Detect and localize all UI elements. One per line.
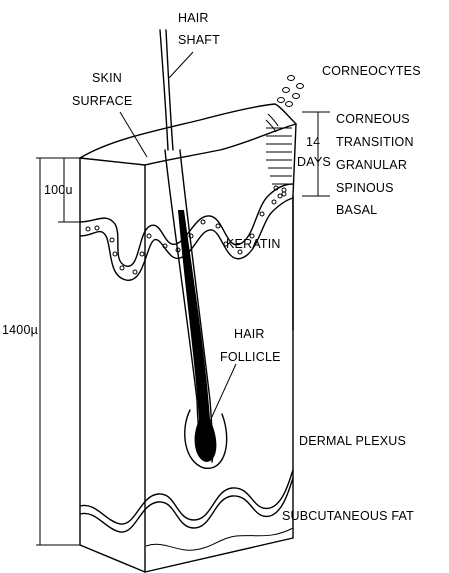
label-100u: 100u — [44, 183, 73, 197]
dermal-plexus-vessels — [79, 469, 294, 551]
label-basal: BASAL — [336, 203, 377, 217]
label-hair-follicle-1: HAIR — [234, 327, 265, 341]
dimension-markers — [36, 111, 330, 546]
label-skin-surface-1: SKIN — [92, 71, 122, 85]
label-subcutaneous-fat: SUBCUTANEOUS FAT — [282, 509, 414, 523]
label-corneous: CORNEOUS — [336, 112, 410, 126]
label-skin-surface-2: SURFACE — [72, 94, 132, 108]
label-14: 14 — [306, 135, 320, 149]
dermal-epidermal-junction — [79, 183, 294, 281]
label-hair-shaft-1: HAIR — [178, 11, 209, 25]
label-1400u: 1400µ — [2, 323, 38, 337]
label-dermal-plexus: DERMAL PLEXUS — [299, 434, 406, 448]
label-days: DAYS — [297, 155, 331, 169]
label-hair-follicle-2: FOLLICLE — [220, 350, 281, 364]
label-keratin: KERATIN — [226, 237, 281, 251]
label-spinous: SPINOUS — [336, 181, 394, 195]
label-corneocytes: CORNEOCYTES — [322, 64, 421, 78]
leader-lines — [119, 51, 237, 433]
corneocytes-flakes — [277, 75, 304, 107]
label-hair-shaft-2: SHAFT — [178, 33, 220, 47]
hair-shaft-and-follicle — [159, 29, 228, 469]
hair-root-bulb — [178, 210, 217, 462]
label-transition: TRANSITION — [336, 135, 414, 149]
label-granular: GRANULAR — [336, 158, 407, 172]
